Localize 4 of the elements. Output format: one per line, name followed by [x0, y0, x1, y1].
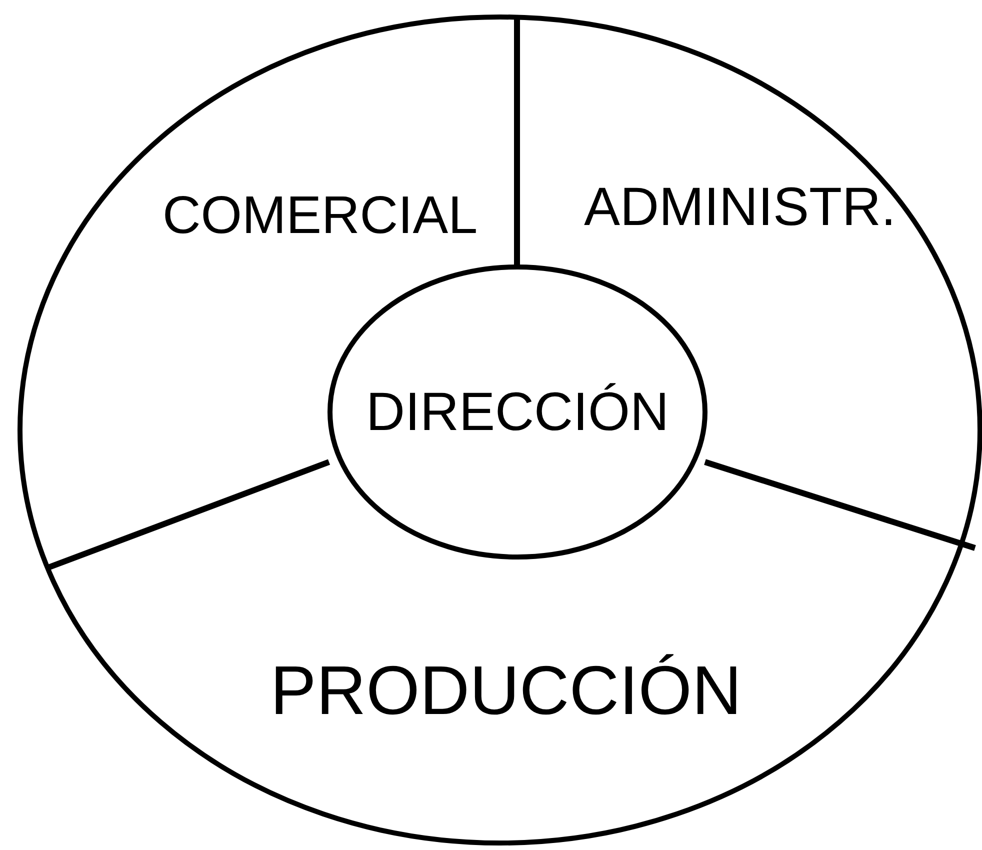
department-label: PRODUCCIÓN [270, 656, 742, 724]
department-label: DIRECCIÓN [366, 385, 669, 439]
department-label: ADMINISTR. [584, 180, 896, 234]
department-label: COMERCIAL [162, 188, 478, 242]
